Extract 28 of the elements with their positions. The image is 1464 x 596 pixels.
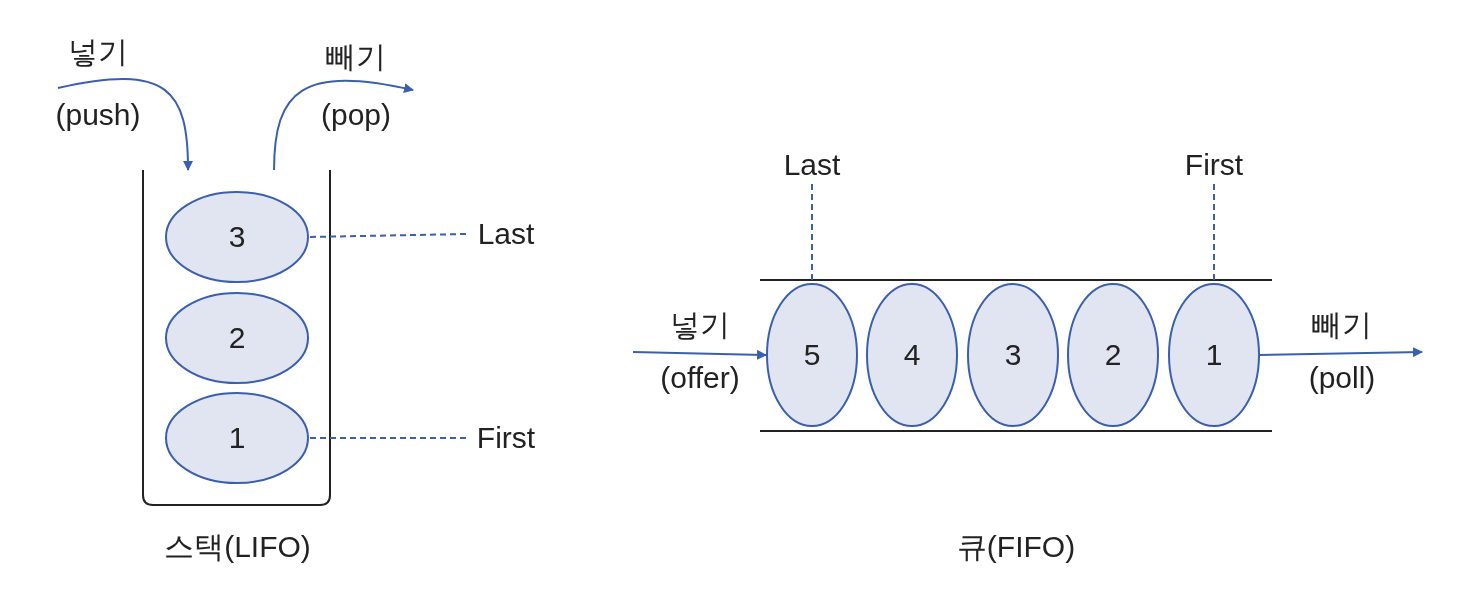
- pointer-label: Last: [783, 147, 841, 183]
- leader-line: [308, 437, 467, 439]
- arrow: [57, 78, 193, 171]
- operation-label: (poll): [1308, 360, 1376, 396]
- arrow: [632, 349, 767, 360]
- operation-label: 빼기: [1312, 307, 1372, 343]
- operation-label: (offer): [660, 360, 740, 396]
- item-number: 2: [1104, 337, 1122, 373]
- item-number: 2: [228, 320, 246, 356]
- operation-label: 넣기: [670, 307, 730, 343]
- item-number: 1: [1205, 337, 1223, 373]
- pointer-label: First: [476, 420, 536, 456]
- container-caption: 큐(FIFO): [956, 529, 1076, 565]
- pointer-label: Last: [477, 216, 535, 252]
- item-number: 1: [228, 420, 246, 456]
- arrow: [1259, 347, 1423, 358]
- item-number: 3: [228, 219, 246, 255]
- operation-label: (push): [55, 97, 141, 133]
- operation-label: (pop): [321, 97, 391, 133]
- arrow: [273, 79, 414, 171]
- pointer-label: First: [1184, 147, 1244, 183]
- operation-label: 빼기: [326, 39, 386, 75]
- leader-line: [308, 233, 467, 238]
- item-number: 5: [803, 337, 821, 373]
- container-caption: 스택(LIFO): [164, 529, 311, 565]
- operation-label: 넣기: [68, 34, 128, 70]
- item-number: 4: [903, 337, 921, 373]
- item-number: 3: [1004, 337, 1022, 373]
